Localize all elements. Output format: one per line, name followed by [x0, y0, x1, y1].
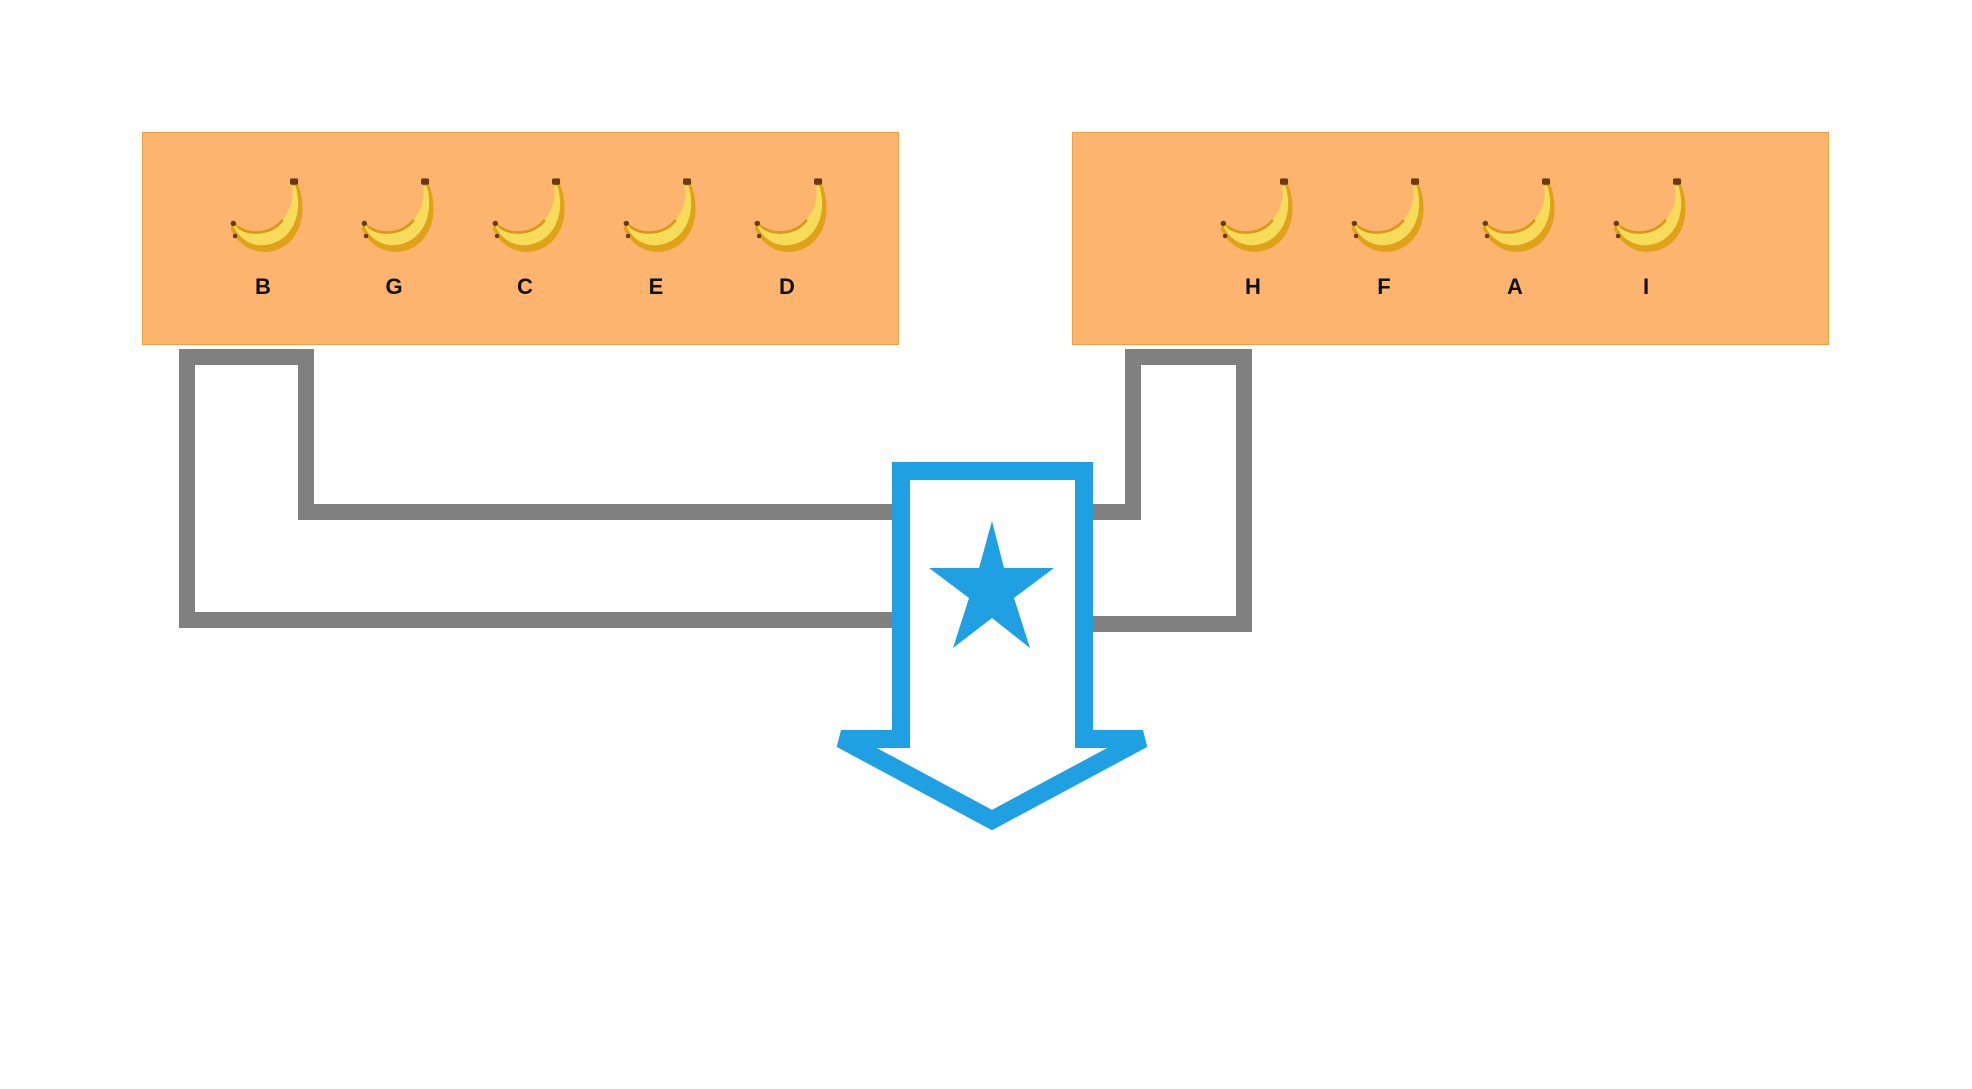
banana-icon [623, 178, 696, 252]
banana-icon [492, 178, 565, 252]
left-outer-connector [179, 349, 900, 628]
banana-item: I [1591, 173, 1701, 299]
banana-item: E [601, 173, 711, 299]
banana-item: D [732, 173, 842, 299]
banana-label: G [385, 274, 403, 299]
banana-icon [361, 178, 434, 252]
banana-item: B [208, 173, 318, 299]
banana-label: D [779, 274, 795, 299]
banana-item: C [470, 173, 580, 299]
banana-icon [1613, 178, 1686, 252]
down-arrow-icon [836, 462, 1148, 831]
banana-label: F [1377, 274, 1391, 299]
banana-label: E [648, 274, 664, 299]
banana-item: F [1329, 173, 1439, 299]
banana-item: H [1198, 173, 1308, 299]
right-group-box: H F A I [1072, 132, 1829, 345]
banana-icon [754, 178, 827, 252]
banana-label: I [1642, 274, 1650, 299]
banana-label: H [1245, 274, 1261, 299]
banana-label: A [1507, 274, 1523, 299]
banana-label: B [255, 274, 271, 299]
left-outer-connector-top [179, 349, 900, 520]
banana-item: A [1460, 173, 1570, 299]
banana-icon [230, 178, 303, 252]
banana-item: G [339, 173, 449, 299]
left-group-box: B G C E D [142, 132, 899, 345]
banana-label: C [517, 274, 533, 299]
right-connector [1086, 349, 1252, 632]
star-icon [929, 521, 1054, 648]
banana-icon [1220, 178, 1293, 252]
banana-icon [1482, 178, 1555, 252]
banana-icon [1351, 178, 1424, 252]
